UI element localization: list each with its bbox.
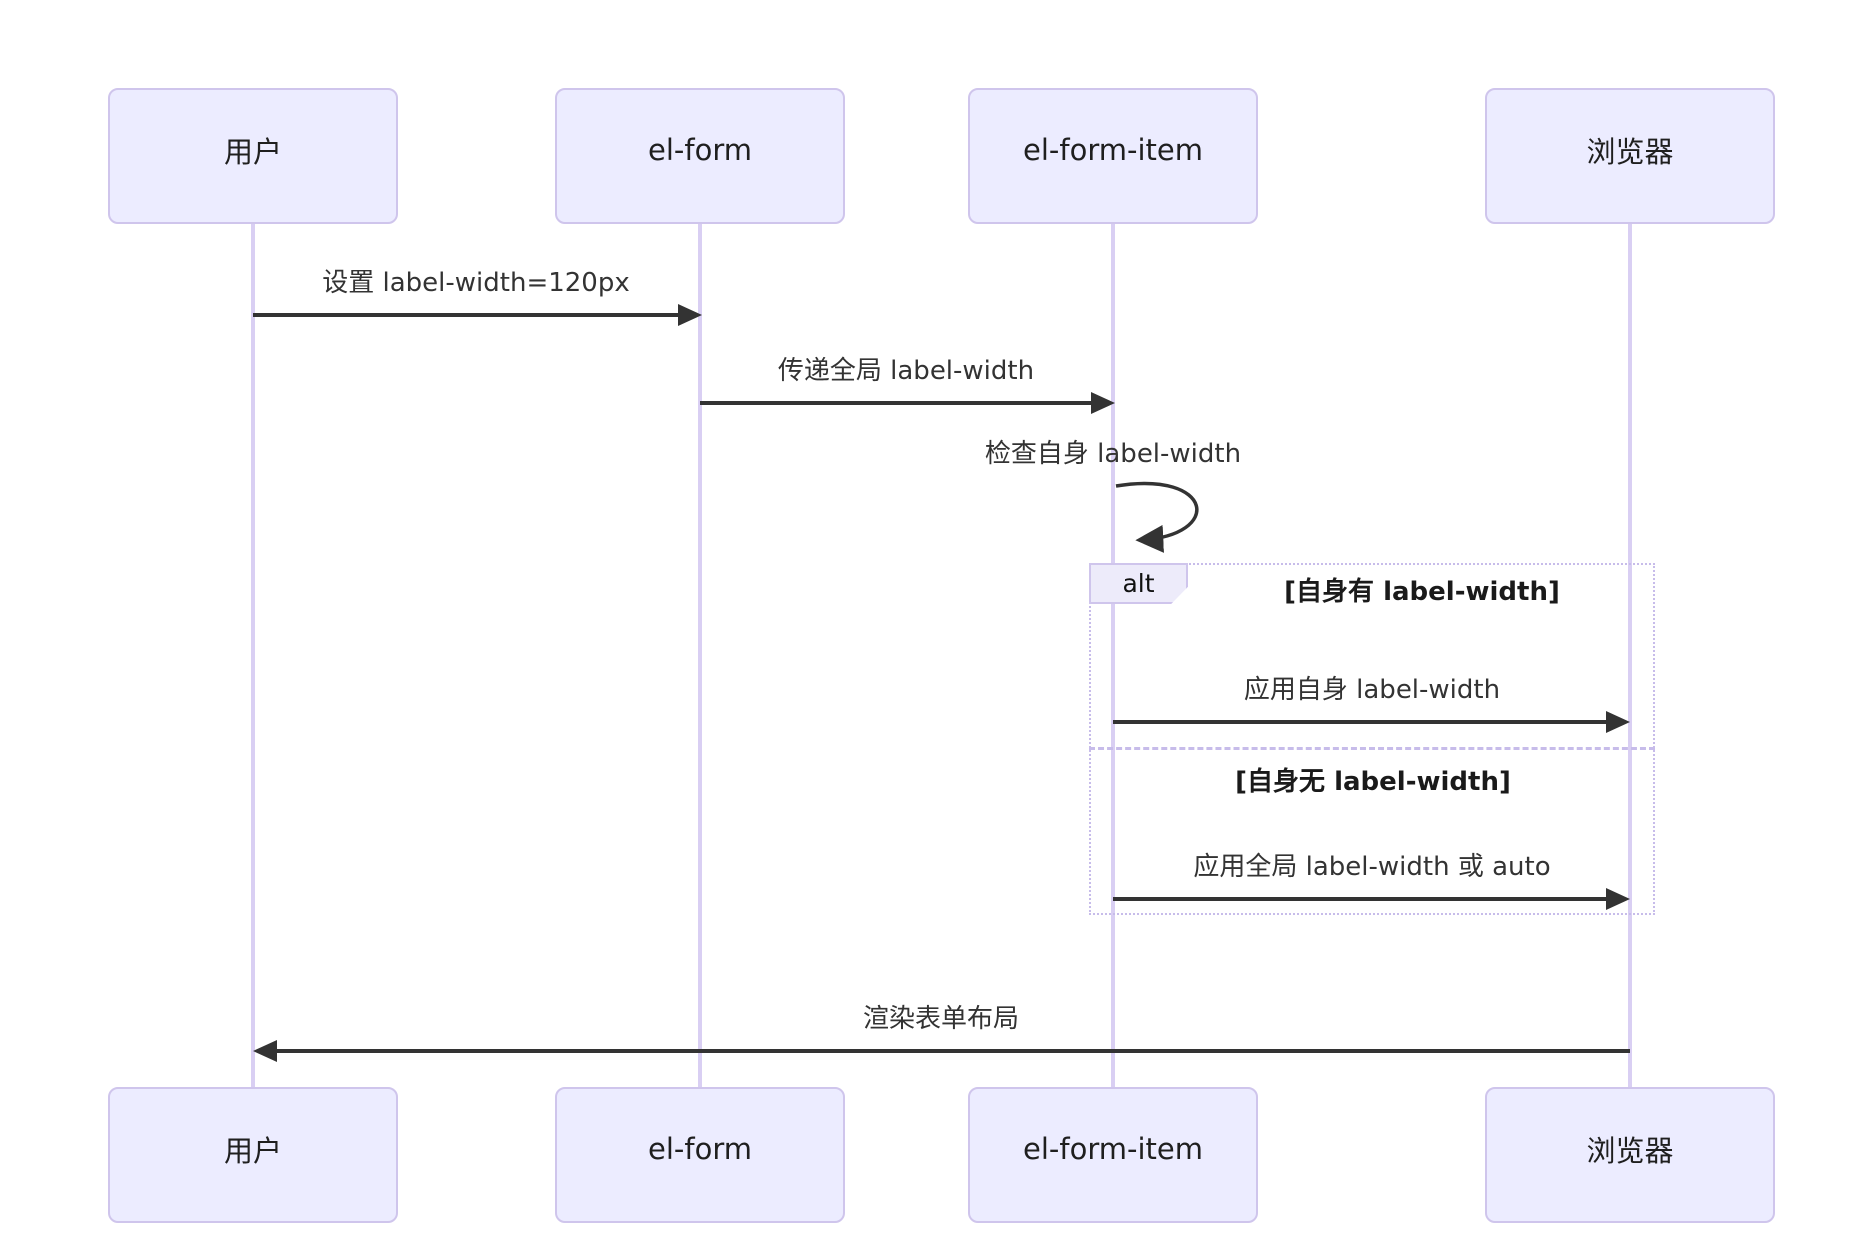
lifeline-el-form-item bbox=[1111, 212, 1115, 1087]
participant-el-form-item-bottom: el-form-item bbox=[968, 1087, 1258, 1223]
message-label-pass-global: 传递全局 label-width bbox=[777, 356, 1035, 386]
message-line bbox=[1113, 720, 1606, 724]
arrowhead-right-icon bbox=[678, 304, 702, 326]
participant-label: 浏览器 bbox=[1586, 1134, 1674, 1168]
arrowhead-right-icon bbox=[1606, 711, 1630, 733]
message-label-set-label-width: 设置 label-width=120px bbox=[322, 268, 630, 298]
alt-condition-2: [自身无 label-width] bbox=[1235, 767, 1511, 797]
participant-label: 用户 bbox=[223, 1134, 282, 1168]
participant-label: el-form-item bbox=[1023, 1132, 1203, 1166]
participant-user-bottom: 用户 bbox=[108, 1087, 398, 1223]
message-line bbox=[275, 1049, 1630, 1053]
lifeline-user bbox=[251, 212, 255, 1087]
message-label-apply-own: 应用自身 label-width bbox=[1243, 675, 1501, 705]
alt-label-text: alt bbox=[1122, 569, 1155, 598]
participant-el-form-top: el-form bbox=[555, 88, 845, 224]
lifeline-el-form bbox=[698, 212, 702, 1087]
participant-el-form-item-top: el-form-item bbox=[968, 88, 1258, 224]
message-line bbox=[700, 401, 1091, 405]
participant-label: 浏览器 bbox=[1586, 135, 1674, 169]
participant-label: 用户 bbox=[223, 135, 282, 169]
alt-frame bbox=[1089, 563, 1655, 915]
alt-divider bbox=[1089, 747, 1655, 750]
participant-label: el-form bbox=[648, 133, 752, 167]
arrowhead-right-icon bbox=[1606, 888, 1630, 910]
participant-el-form-bottom: el-form bbox=[555, 1087, 845, 1223]
participant-label: el-form bbox=[648, 1132, 752, 1166]
alt-label: alt bbox=[1089, 563, 1188, 604]
participant-label: el-form-item bbox=[1023, 133, 1203, 167]
alt-condition-1: [自身有 label-width] bbox=[1284, 577, 1560, 607]
participant-browser-bottom: 浏览器 bbox=[1485, 1087, 1775, 1223]
arrowhead-right-icon bbox=[1091, 392, 1115, 414]
participant-browser-top: 浏览器 bbox=[1485, 88, 1775, 224]
participant-user-top: 用户 bbox=[108, 88, 398, 224]
arrowhead-left-icon bbox=[253, 1040, 277, 1062]
message-label-check-self: 检查自身 label-width bbox=[984, 439, 1242, 469]
lifeline-browser bbox=[1628, 212, 1632, 1087]
message-line bbox=[1113, 897, 1606, 901]
message-line bbox=[253, 313, 678, 317]
message-label-render-layout: 渲染表单布局 bbox=[862, 1004, 1019, 1034]
message-label-apply-global: 应用全局 label-width 或 auto bbox=[1193, 852, 1551, 882]
